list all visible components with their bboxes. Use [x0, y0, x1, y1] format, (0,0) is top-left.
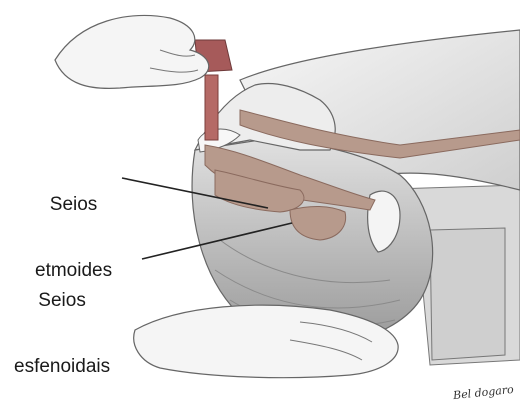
sphenoid-label-line-1: Seios [14, 290, 110, 312]
top-hand [55, 15, 209, 88]
ethmoid-label-line-1: Seios [35, 194, 112, 216]
sphenoid-sinus-label: Seios esfenoidais [14, 246, 110, 411]
sphenoid-label-line-2: esfenoidais [14, 356, 110, 378]
